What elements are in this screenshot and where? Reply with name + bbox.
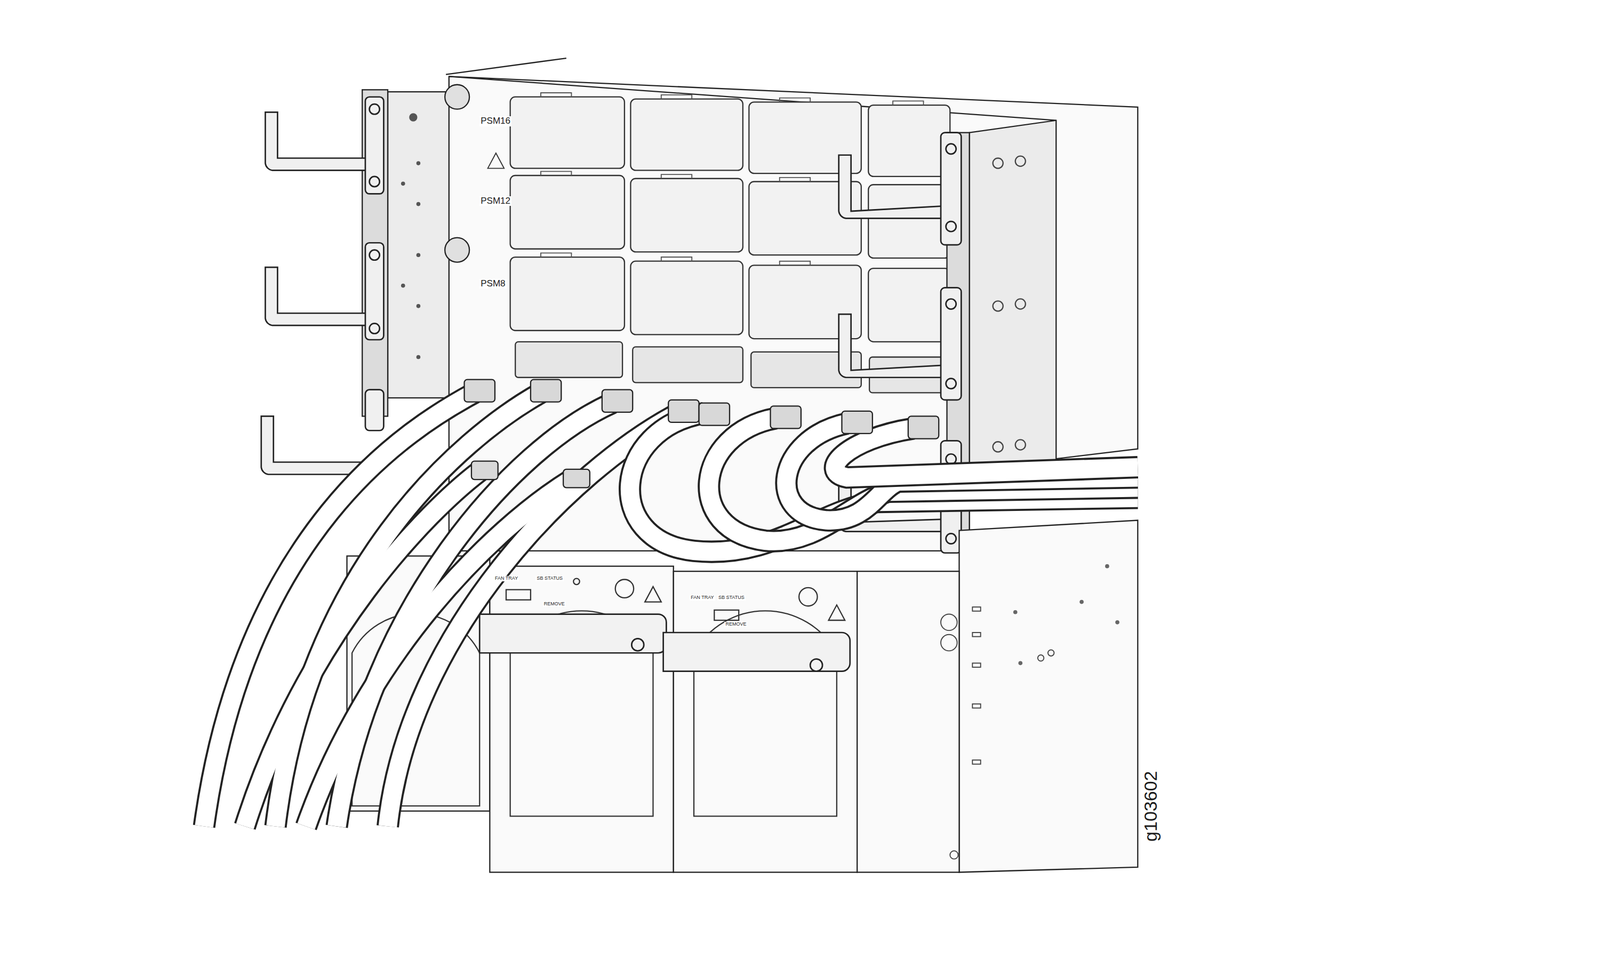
panel-label: SB STATUS [535,576,564,582]
slot-label: PSM16 [479,116,512,127]
panel-label: SB STATUS [717,595,746,601]
panel-label: FAN TRAY [689,595,715,601]
panel-label: REMOVE [724,621,748,628]
figure-id: g103602 [1140,769,1161,843]
panel-label: REMOVE [542,601,566,607]
panel-label: FAN TRAY [493,576,519,582]
slot-label: PSM12 [479,196,512,207]
slot-label: PSM8 [479,278,507,290]
